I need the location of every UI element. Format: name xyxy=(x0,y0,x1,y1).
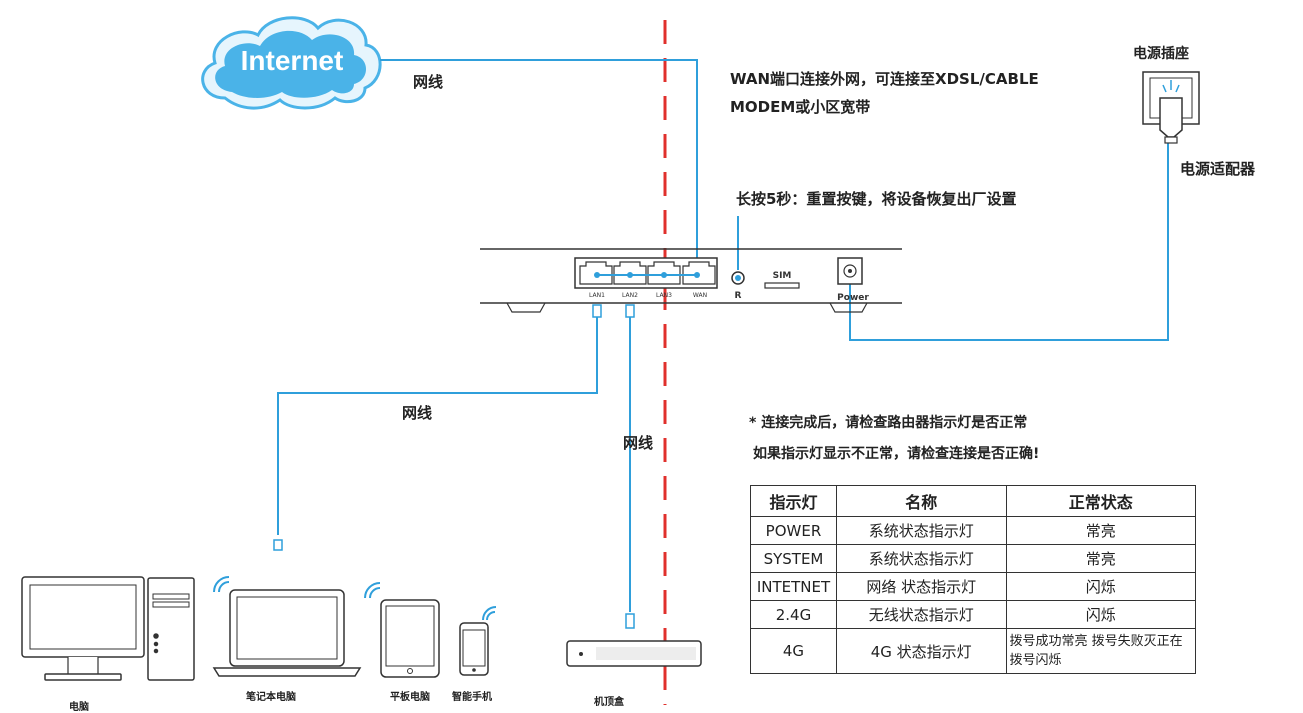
wan-cable-label: 网线 xyxy=(413,73,444,91)
note-line1: * 连接完成后，请检查路由器指示灯是否正常 xyxy=(749,415,1028,431)
cell-indicator: 2.4G xyxy=(750,600,837,629)
stb-caption: 机顶盒 xyxy=(594,697,624,708)
cell-name: 系统状态指示灯 xyxy=(835,516,1007,545)
table-header-row: 指示灯 名称 正常状态 xyxy=(750,485,1196,517)
cell-status: 常亮 xyxy=(1005,544,1196,573)
cell-name: 无线状态指示灯 xyxy=(835,600,1007,629)
table-row: SYSTEM 系统状态指示灯 常亮 xyxy=(750,544,1196,573)
power-label: Power xyxy=(837,293,869,303)
laptop-icon xyxy=(212,589,362,677)
phone-icon xyxy=(459,622,489,676)
network-cables xyxy=(277,59,1169,612)
wan-description: WAN端口连接外网，可连接至XDSL/CABLE MODEM或小区宽带 xyxy=(730,65,1039,121)
pc-icon xyxy=(21,576,195,681)
cell-indicator: SYSTEM xyxy=(750,544,837,573)
power-adapter-icon xyxy=(1159,80,1183,144)
pc-caption: 电脑 xyxy=(69,702,89,713)
lan-cable-label: 网线 xyxy=(402,404,433,422)
table-row: POWER 系统状态指示灯 常亮 xyxy=(750,516,1196,545)
laptop-caption: 笔记本电脑 xyxy=(246,692,296,703)
indicator-table: 指示灯 名称 正常状态 POWER 系统状态指示灯 常亮 SYSTEM 系统状态… xyxy=(750,485,1196,674)
cell-indicator: 4G xyxy=(750,628,837,674)
header-name: 名称 xyxy=(835,485,1007,517)
cell-name: 系统状态指示灯 xyxy=(835,544,1007,573)
power-socket-label: 电源插座 xyxy=(1133,46,1189,62)
table-row: 2.4G 无线状态指示灯 闪烁 xyxy=(750,600,1196,629)
cell-status: 常亮 xyxy=(1005,516,1196,545)
port-label-lan3: LAN3 xyxy=(656,292,672,299)
wan-description-line1: WAN端口连接外网，可连接至XDSL/CABLE xyxy=(730,70,1039,88)
cell-name: 网络 状态指示灯 xyxy=(835,572,1007,601)
router xyxy=(480,248,902,313)
internet-cloud-icon xyxy=(201,16,382,110)
cell-status: 拨号成功常亮 拨号失败灭正在拨号闪烁 xyxy=(1005,628,1196,674)
cell-status: 闪烁 xyxy=(1005,600,1196,629)
tablet-caption: 平板电脑 xyxy=(390,692,430,703)
tablet-icon xyxy=(380,599,440,678)
port-label-lan1: LAN1 xyxy=(589,292,605,299)
internet-label: Internet xyxy=(241,45,344,76)
header-indicator: 指示灯 xyxy=(750,485,837,517)
note-line2: 如果指示灯显示不正常，请检查连接是否正确! xyxy=(753,446,1040,462)
cell-name: 4G 状态指示灯 xyxy=(835,628,1007,674)
sim-label: SIM xyxy=(773,271,792,281)
laptop-wifi-icon xyxy=(213,576,230,593)
cell-indicator: POWER xyxy=(750,516,837,545)
table-row: 4G 4G 状态指示灯 拨号成功常亮 拨号失败灭正在拨号闪烁 xyxy=(750,628,1196,674)
stb-cable-label: 网线 xyxy=(623,434,654,452)
port-label-lan2: LAN2 xyxy=(622,292,638,299)
cable-plugs xyxy=(273,304,635,629)
cell-indicator: INTETNET xyxy=(750,572,837,601)
cell-status: 闪烁 xyxy=(1005,572,1196,601)
table-row: INTETNET 网络 状态指示灯 闪烁 xyxy=(750,572,1196,601)
tablet-wifi-icon xyxy=(364,582,381,599)
reset-description: 长按5秒：重置按键，将设备恢复出厂设置 xyxy=(736,190,1017,208)
port-label-wan: WAN xyxy=(693,292,707,299)
power-adapter-label: 电源适配器 xyxy=(1180,160,1256,178)
wan-description-line2: MODEM或小区宽带 xyxy=(730,98,871,116)
reset-label: R xyxy=(735,291,742,301)
phone-caption: 智能手机 xyxy=(452,692,492,703)
header-status: 正常状态 xyxy=(1005,485,1196,517)
port-labels: LAN1 LAN2 LAN3 WAN xyxy=(589,292,707,299)
phone-wifi-icon xyxy=(482,606,497,621)
set-top-box-icon xyxy=(566,640,702,667)
